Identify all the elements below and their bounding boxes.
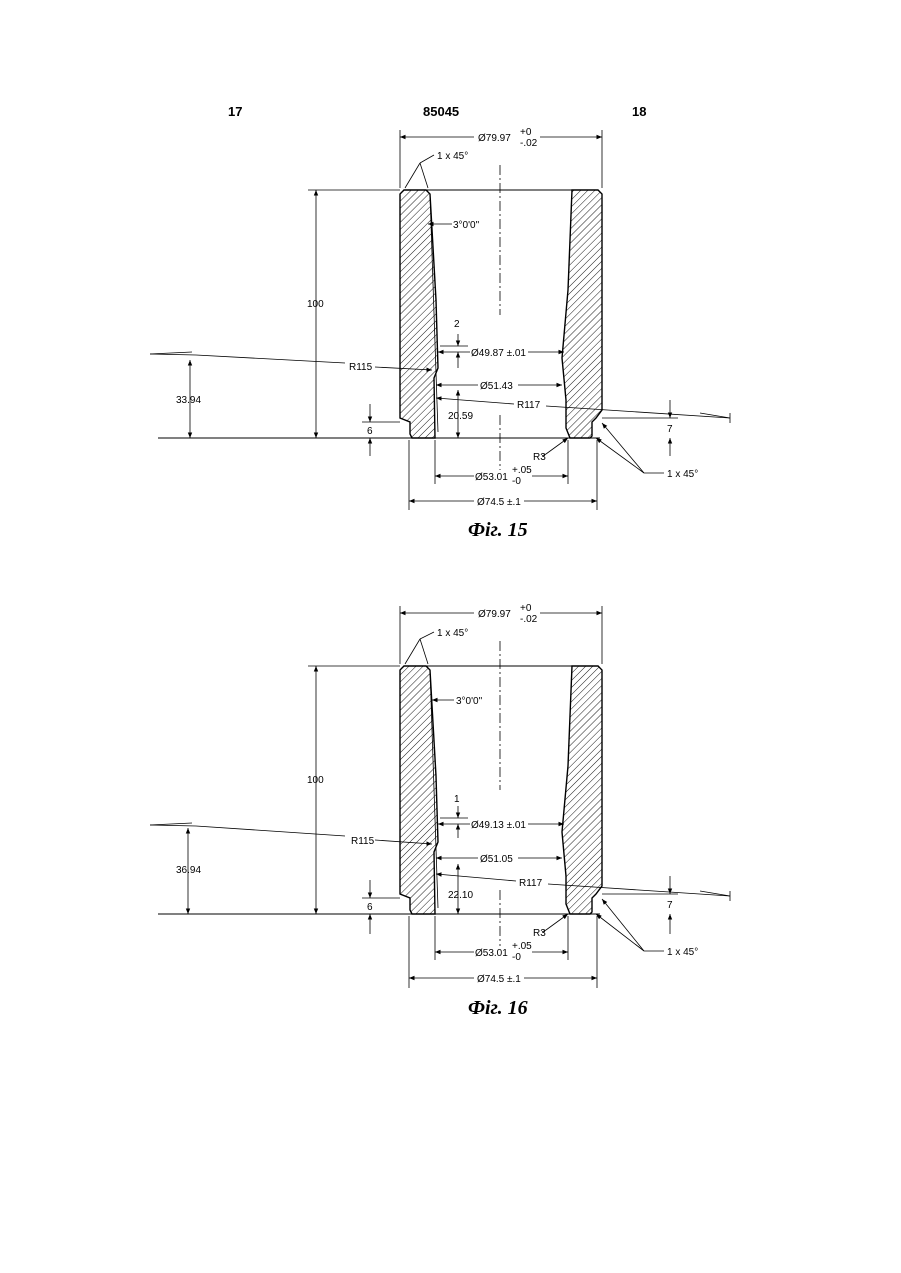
dim-step-left: 6: [367, 902, 373, 913]
tol-lower: -0: [512, 476, 521, 487]
dim-bore-diameter: Ø53.01: [475, 948, 508, 959]
chamfer-bottom-label: 1 x 45°: [667, 469, 698, 480]
dim-step-right: 7: [667, 900, 673, 911]
dim-height: 100: [307, 775, 324, 786]
dim-base-diameter: Ø74.5 ±.1: [477, 497, 521, 508]
dim-small-offset: 1: [454, 794, 460, 805]
fillet-label: R3: [533, 928, 546, 939]
tol-upper: +.05: [512, 465, 532, 476]
dim-top-diameter: Ø79.97: [478, 133, 511, 144]
radius-right-label: R117: [517, 400, 541, 411]
figure-16: Ø79.97 +0 -.02 1 x 45° 3°0'0" 100 1 Ø49.…: [150, 603, 730, 1019]
tol-lower: -0: [512, 952, 521, 963]
dim-height-center: 22.10: [448, 890, 473, 901]
dim-height-left: 33.94: [176, 395, 201, 406]
dim-mid-diameter: Ø51.43: [480, 381, 513, 392]
right-wall-section: [562, 190, 602, 438]
right-wall-section: [562, 666, 602, 914]
dim-base-diameter: Ø74.5 ±.1: [477, 974, 521, 985]
tol-upper: +0: [520, 603, 532, 614]
radius-left-label: R115: [351, 836, 375, 847]
dim-step-left: 6: [367, 426, 373, 437]
tol-upper: +0: [520, 127, 532, 138]
dim-top-diameter: Ø79.97: [478, 609, 511, 620]
dim-step-right: 7: [667, 424, 673, 435]
chamfer-top-label: 1 x 45°: [437, 628, 468, 639]
tol-upper: +.05: [512, 941, 532, 952]
taper-angle-label: 3°0'0": [456, 696, 483, 707]
radius-left-label: R115: [349, 362, 373, 373]
dim-height: 100: [307, 299, 324, 310]
dim-small-offset: 2: [454, 319, 460, 330]
dim-narrow-diameter: Ø49.87 ±.01: [471, 348, 526, 359]
dim-height-left: 36.94: [176, 865, 201, 876]
figure-caption: Фіг. 15: [468, 519, 528, 541]
left-wall-section: [400, 666, 438, 914]
tol-lower: -.02: [520, 614, 538, 625]
dim-narrow-diameter: Ø49.13 ±.01: [471, 820, 526, 831]
figure-caption: Фіг. 16: [468, 997, 528, 1019]
dim-bore-diameter: Ø53.01: [475, 472, 508, 483]
chamfer-bottom-label: 1 x 45°: [667, 947, 698, 958]
radius-right-label: R117: [519, 878, 543, 889]
tol-lower: -.02: [520, 138, 538, 149]
taper-angle-label: 3°0'0": [453, 220, 480, 231]
fillet-label: R3: [533, 452, 546, 463]
figure-15: Ø79.97 +0 -.02 1 x 45° 3°0'0" 100 2 Ø49.…: [150, 127, 730, 541]
dim-height-center: 20.59: [448, 411, 473, 422]
chamfer-top-label: 1 x 45°: [437, 151, 468, 162]
left-wall-section: [400, 190, 438, 438]
dim-mid-diameter: Ø51.05: [480, 854, 513, 865]
